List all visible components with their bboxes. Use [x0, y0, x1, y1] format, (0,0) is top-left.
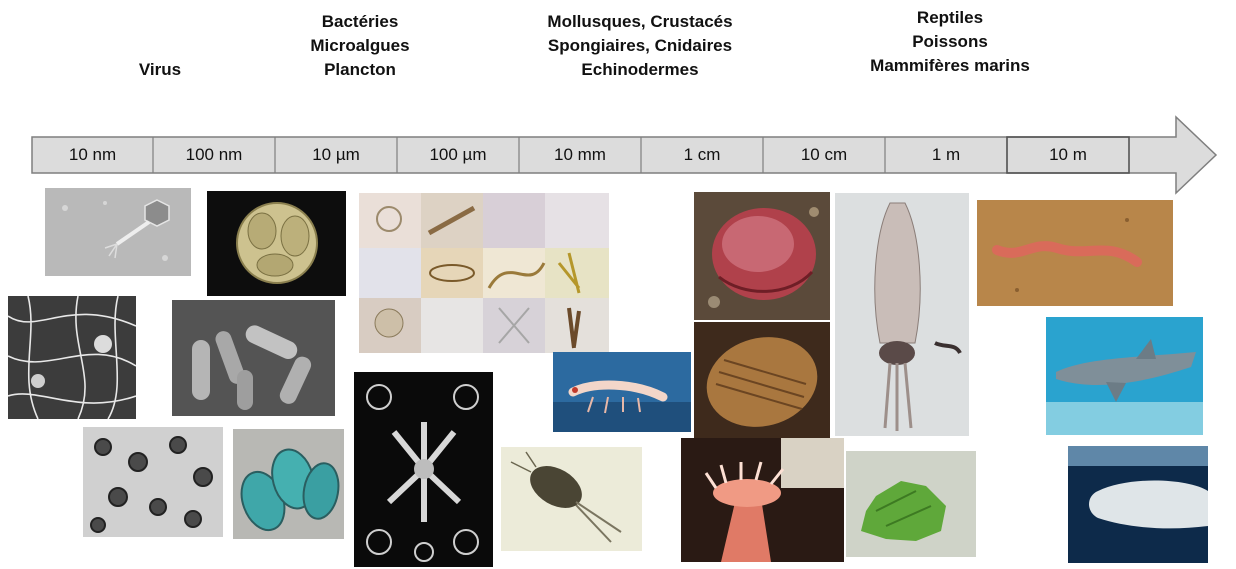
- scale-cell: 10 µm: [275, 137, 397, 173]
- scale-cell: 10 nm: [32, 137, 153, 173]
- ribbon-worm-photo: [977, 200, 1173, 306]
- krill-photo: [553, 352, 691, 432]
- virus-mesh-photo: [8, 296, 136, 419]
- scale-cell: 100 µm: [397, 137, 519, 173]
- scale-cell: 10 cm: [763, 137, 885, 173]
- scale-cell: 10 mm: [519, 137, 641, 173]
- bacteria-rods-photo: [172, 300, 335, 416]
- sperm-whale-photo: [1068, 446, 1208, 563]
- shark-photo: [1046, 317, 1203, 435]
- virus-particles-photo: [83, 427, 223, 537]
- scale-cell: 1 cm: [641, 137, 763, 173]
- copepod-photo: [501, 447, 642, 551]
- scale-cell: 1 m: [885, 137, 1007, 173]
- green-microalgae-photo: [233, 429, 344, 539]
- anemone-photo: [681, 438, 844, 562]
- scale-cell: 10 m: [1007, 137, 1129, 173]
- phytoplankton-collage-photo: [359, 193, 609, 353]
- coccolithophore-photo: [207, 191, 346, 296]
- chiton-photo: [694, 322, 830, 440]
- radiolaria-plate-photo: [354, 372, 493, 567]
- scale-cell: 100 nm: [153, 137, 275, 173]
- phage-virus-photo: [45, 188, 191, 276]
- clam-photo: [694, 192, 830, 320]
- squid-photo: [835, 193, 969, 436]
- green-sponge-photo: [846, 451, 976, 557]
